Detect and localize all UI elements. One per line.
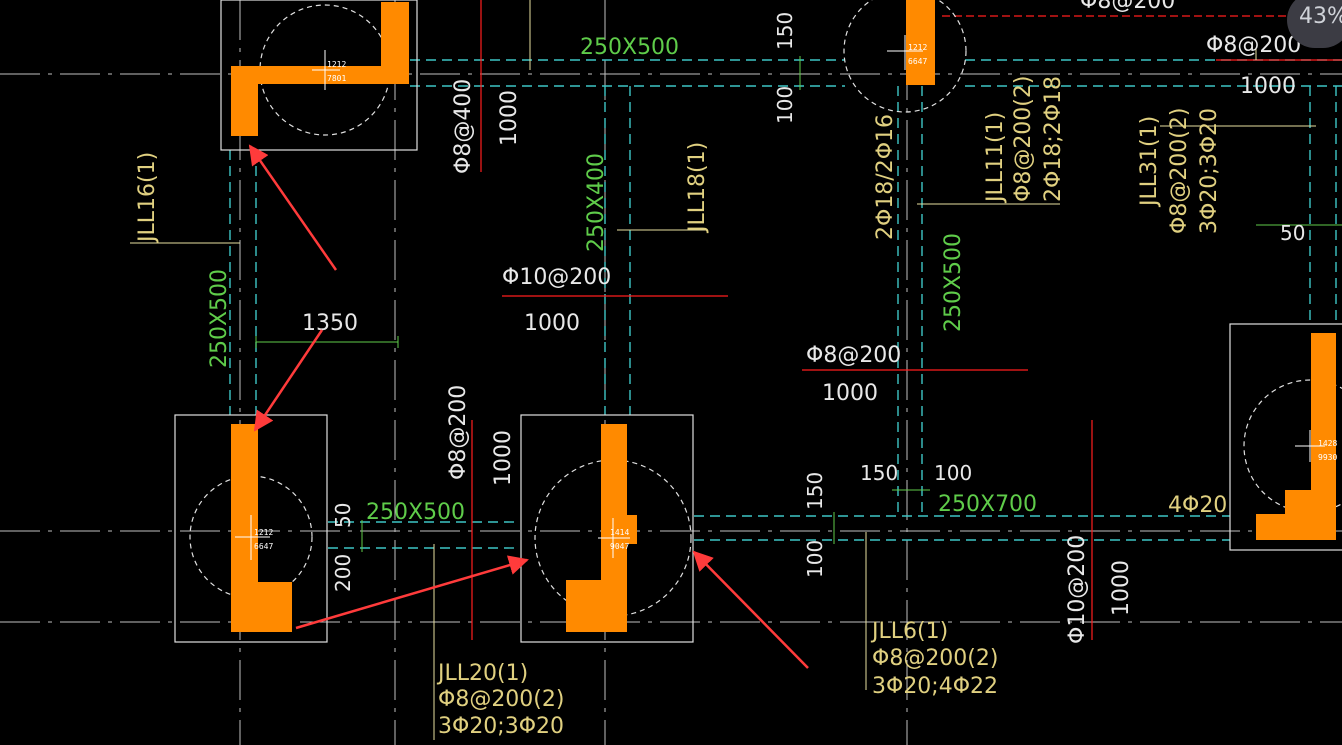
svg-text:250X500: 250X500 [366, 500, 465, 525]
callout-arrows [248, 144, 809, 669]
stirrup-labels: Φ8@200 Φ8@200 1000 Φ8@400 1000 Φ10@200 1… [446, 0, 1301, 644]
column-bottom-center [566, 424, 637, 632]
pile-centers [235, 35, 1325, 560]
pile-cap-bottom-center [520, 414, 694, 643]
svg-text:9047: 9047 [610, 542, 629, 551]
pile-marks: 1212 7801 1212 6647 1212 6647 1414 9047 … [254, 43, 1337, 551]
svg-text:1212: 1212 [254, 528, 273, 537]
svg-text:6647: 6647 [908, 57, 927, 66]
svg-text:6647: 6647 [254, 542, 273, 551]
svg-text:JLL18(1): JLL18(1) [685, 142, 710, 234]
pile-cap-top-left [220, 0, 418, 151]
svg-text:250X700: 250X700 [938, 492, 1037, 517]
column-right [1256, 333, 1336, 540]
arrow-top-left [248, 144, 338, 271]
svg-text:1428: 1428 [1318, 439, 1337, 448]
svg-text:JLL6(1): JLL6(1) [870, 619, 948, 644]
svg-text:1000: 1000 [1240, 74, 1296, 99]
column-top-left [231, 2, 409, 136]
shear-wall-columns [231, 0, 1336, 632]
column-top-center [906, 0, 935, 85]
svg-text:Φ8@200: Φ8@200 [1080, 0, 1175, 14]
arrow-mid-left [253, 329, 324, 432]
svg-text:100: 100 [934, 461, 972, 485]
svg-text:100: 100 [773, 86, 797, 124]
dimension-lines [255, 56, 930, 552]
svg-text:150: 150 [803, 472, 827, 510]
svg-text:250X400: 250X400 [584, 153, 609, 252]
svg-text:Φ10@200: Φ10@200 [502, 265, 611, 290]
svg-text:50: 50 [331, 503, 355, 528]
svg-text:150: 150 [773, 12, 797, 50]
svg-text:Φ8@200: Φ8@200 [806, 343, 901, 368]
svg-text:2Φ18;2Φ18: 2Φ18;2Φ18 [1041, 76, 1066, 202]
svg-text:1212: 1212 [327, 60, 346, 69]
svg-text:250X500: 250X500 [207, 269, 232, 368]
svg-text:Φ8@200(2): Φ8@200(2) [872, 646, 998, 671]
svg-text:1000: 1000 [524, 311, 580, 336]
pile-circles [189, 0, 1342, 617]
svg-text:Φ10@200: Φ10@200 [1065, 535, 1090, 644]
beam-outlines [229, 59, 1342, 549]
svg-text:JLL11(1): JLL11(1) [983, 112, 1008, 204]
dimension-labels: 150 100 1350 50 200 150 100 150 100 50 [302, 12, 1305, 592]
svg-text:Φ8@400: Φ8@400 [451, 79, 476, 174]
svg-text:1414: 1414 [610, 528, 629, 537]
svg-text:1000: 1000 [491, 430, 516, 486]
svg-text:7801: 7801 [327, 74, 346, 83]
leader-lines [130, 0, 1342, 740]
beam-size-labels: 250X500 250X400 250X500 250X500 250X500 … [207, 35, 1037, 525]
svg-text:Φ8@200(2): Φ8@200(2) [1011, 76, 1036, 202]
pile-cap-right [1229, 323, 1342, 551]
svg-text:100: 100 [803, 540, 827, 578]
arrow-bottom-center [295, 555, 529, 630]
svg-text:Φ8@200(2): Φ8@200(2) [1167, 108, 1192, 234]
svg-text:1212: 1212 [908, 43, 927, 52]
svg-text:200: 200 [331, 554, 355, 592]
svg-text:3Φ20;3Φ20: 3Φ20;3Φ20 [438, 714, 564, 739]
column-bottom-left [231, 424, 292, 632]
zoom-indicator[interactable]: 43% [1287, 0, 1342, 48]
svg-text:1000: 1000 [1109, 560, 1134, 616]
svg-text:Φ8@200: Φ8@200 [446, 385, 471, 480]
svg-text:JLL31(1): JLL31(1) [1137, 116, 1162, 208]
svg-text:9930: 9930 [1318, 453, 1337, 462]
arrow-bottom-right [692, 550, 809, 669]
svg-text:JLL20(1): JLL20(1) [436, 661, 528, 686]
svg-text:50: 50 [1280, 221, 1305, 245]
svg-text:4Φ20: 4Φ20 [1168, 493, 1227, 518]
beam-annotations: JLL16(1) JLL18(1) JLL11(1) Φ8@200(2) 2Φ1… [135, 76, 1227, 739]
svg-text:1350: 1350 [302, 311, 358, 336]
pile-cap-bottom-left [174, 414, 328, 643]
rebar-lines [471, 0, 1342, 640]
svg-text:250X500: 250X500 [941, 233, 966, 332]
svg-text:3Φ20;4Φ22: 3Φ20;4Φ22 [872, 674, 998, 699]
svg-text:Φ8@200: Φ8@200 [1206, 33, 1301, 58]
svg-text:JLL16(1): JLL16(1) [135, 152, 160, 244]
svg-text:1000: 1000 [822, 381, 878, 406]
svg-text:150: 150 [860, 461, 898, 485]
svg-text:3Φ20;3Φ20: 3Φ20;3Φ20 [1197, 108, 1222, 234]
svg-text:2Φ18/2Φ16: 2Φ18/2Φ16 [873, 114, 898, 240]
pile-caps [174, 0, 1342, 643]
svg-text:250X500: 250X500 [580, 35, 679, 60]
svg-text:Φ8@200(2): Φ8@200(2) [438, 687, 564, 712]
svg-text:1000: 1000 [497, 90, 522, 146]
